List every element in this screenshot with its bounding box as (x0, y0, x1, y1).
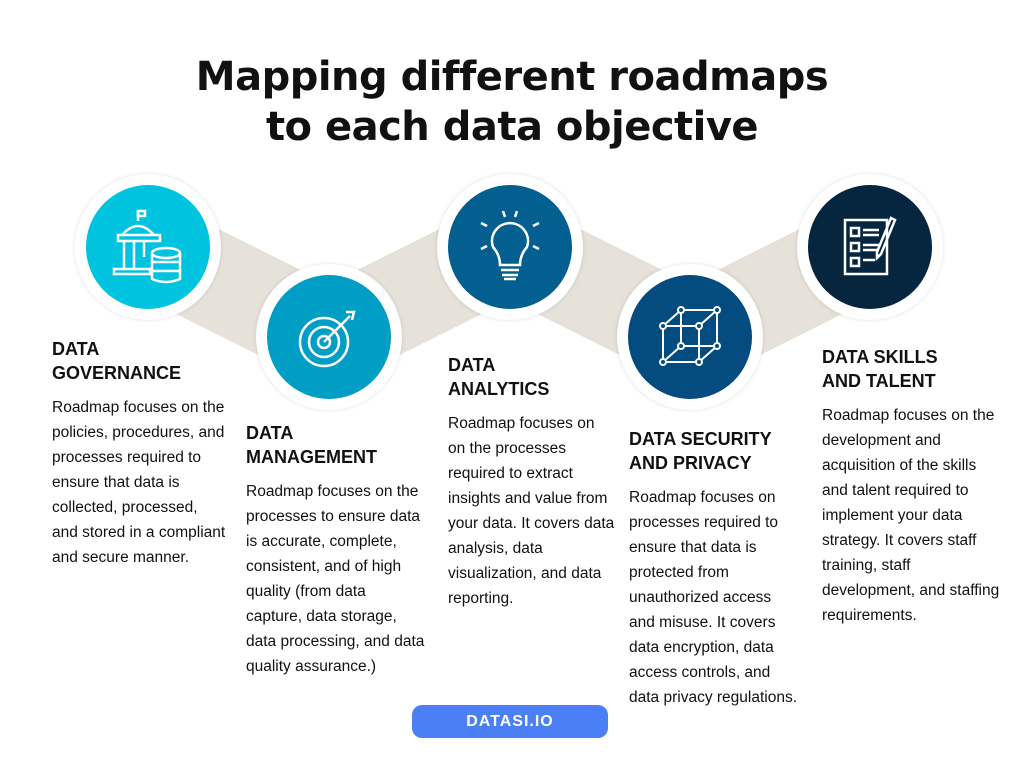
objective-description: Roadmap focuses on the development and a… (822, 407, 1000, 624)
objective-description: Roadmap focuses on on the processes requ… (448, 415, 615, 607)
security-circle (617, 264, 763, 410)
target-icon (298, 310, 356, 368)
title-line-2: to each data objective (265, 104, 759, 150)
objective-description: Roadmap focuses on processes required to… (629, 489, 798, 706)
management-circle (256, 264, 402, 410)
government-database-icon (112, 209, 182, 284)
skills-circle (797, 174, 943, 320)
brand-badge[interactable]: DATASI.IO (412, 705, 608, 738)
objective-description: Roadmap focuses on the processes to ensu… (246, 483, 425, 675)
governance-circle (75, 174, 221, 320)
title-line-1: Mapping different roadmaps (195, 54, 829, 100)
checklist-icon (843, 216, 897, 276)
analytics-circle (437, 174, 583, 320)
lightbulb-icon (480, 210, 540, 281)
cube-network-icon (659, 306, 721, 366)
objective-description: Roadmap focuses on the policies, procedu… (52, 399, 226, 566)
